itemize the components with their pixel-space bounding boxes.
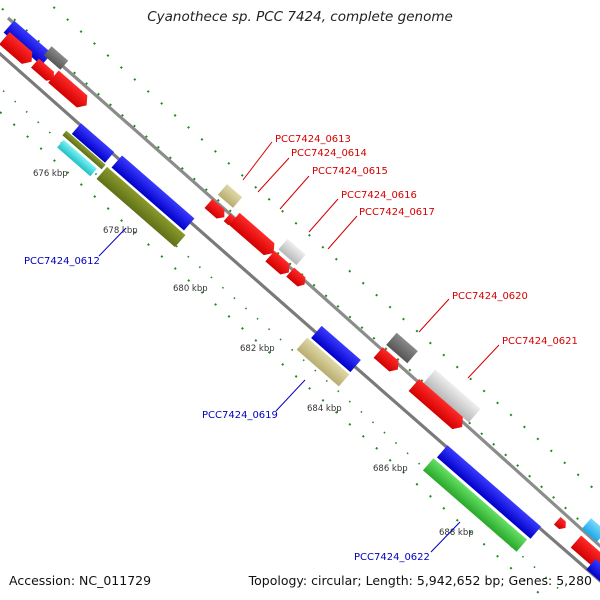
gene-label-0621[interactable]: PCC7424_0621 — [502, 336, 578, 347]
tick-label-686: 686 kbp — [373, 464, 408, 474]
leader-0613 — [242, 141, 273, 181]
leader-0619 — [275, 379, 306, 412]
leader-0617 — [327, 215, 358, 250]
gene-blue-0622-partner[interactable] — [436, 445, 542, 539]
gene-khaki-0619[interactable] — [296, 337, 350, 387]
genome-summary-text: Topology: circular; Length: 5,942,652 bp… — [248, 573, 592, 588]
gene-features — [0, 20, 600, 586]
accession-text: Accession: NC_011729 — [9, 573, 152, 588]
gene-red-0614[interactable] — [204, 198, 229, 222]
gene-lightgrey-0616[interactable] — [278, 238, 306, 266]
map-title: Cyanothece sp. PCC 7424, complete genome — [147, 9, 453, 25]
gene-label-0620[interactable]: PCC7424_0620 — [452, 291, 528, 302]
dotted-track-inner-1 — [0, 111, 549, 600]
label-leader-lines — [98, 141, 500, 553]
backbone-line-outer — [6, 16, 600, 549]
gene-sky-bottomright[interactable] — [581, 518, 600, 542]
gene-red-0617a[interactable] — [265, 250, 293, 278]
gene-label-0619[interactable]: PCC7424_0619 — [202, 410, 278, 421]
gene-blue-topleft[interactable] — [3, 20, 52, 66]
gene-red-bottomright[interactable] — [570, 535, 600, 569]
gene-red-topleft-3[interactable] — [48, 70, 92, 112]
tick-label-678: 678 kbp — [103, 226, 138, 236]
tick-label-676: 676 kbp — [33, 169, 68, 179]
gene-lightgrey-0621[interactable] — [423, 369, 481, 423]
leader-0615 — [279, 175, 310, 210]
gene-blue-left-1[interactable] — [71, 123, 115, 163]
gene-blue-0619[interactable] — [311, 325, 361, 373]
gene-olive-thin[interactable] — [62, 130, 106, 170]
tick-label-680: 680 kbp — [173, 284, 208, 294]
leader-0612 — [98, 227, 127, 257]
gene-red-topleft-1[interactable] — [0, 32, 37, 68]
gene-olive-0612[interactable] — [96, 166, 186, 248]
gene-label-0614[interactable]: PCC7424_0614 — [291, 148, 367, 159]
leader-0616 — [308, 198, 339, 233]
gene-label-0617[interactable]: PCC7424_0617 — [359, 207, 435, 218]
dotted-track-outer-1 — [0, 5, 600, 540]
gene-label-0622[interactable]: PCC7424_0622 — [354, 552, 430, 563]
gene-red-0620[interactable] — [373, 347, 403, 375]
dotted-track-outer-2 — [44, 0, 600, 496]
gene-label-0612[interactable]: PCC7424_0612 — [24, 256, 100, 267]
gene-red-0617b[interactable] — [286, 267, 308, 290]
gene-khaki-0613[interactable] — [217, 184, 243, 208]
gene-label-0613[interactable]: PCC7424_0613 — [275, 134, 351, 145]
tick-label-684: 684 kbp — [307, 404, 342, 414]
gene-red-0615[interactable] — [229, 212, 279, 259]
gene-labels: PCC7424_0613 PCC7424_0614 PCC7424_0615 P… — [24, 134, 578, 563]
gene-red-bottomright-small[interactable] — [553, 516, 569, 532]
gene-cyan-left[interactable] — [57, 139, 97, 177]
tick-label-682: 682 kbp — [240, 344, 275, 354]
gene-label-0616[interactable]: PCC7424_0616 — [341, 190, 417, 201]
gene-label-0615[interactable]: PCC7424_0615 — [312, 166, 388, 177]
leader-0621 — [467, 344, 500, 379]
tick-label-688: 688 kbp — [439, 528, 474, 538]
gene-red-topleft-2[interactable] — [31, 58, 58, 84]
gene-blue-0612-partner[interactable] — [111, 155, 195, 231]
gene-green-0622[interactable] — [422, 458, 528, 552]
tick-labels: 676 kbp 678 kbp 680 kbp 682 kbp 684 kbp … — [33, 169, 474, 538]
leader-0620 — [418, 298, 450, 333]
leader-0614 — [257, 157, 290, 193]
gene-blue-bottomright[interactable] — [586, 558, 600, 586]
gene-grey-topleft[interactable] — [43, 46, 69, 70]
leader-0622 — [430, 521, 461, 553]
gene-grey-0620[interactable] — [386, 332, 418, 364]
gene-red-0621[interactable] — [408, 378, 468, 433]
